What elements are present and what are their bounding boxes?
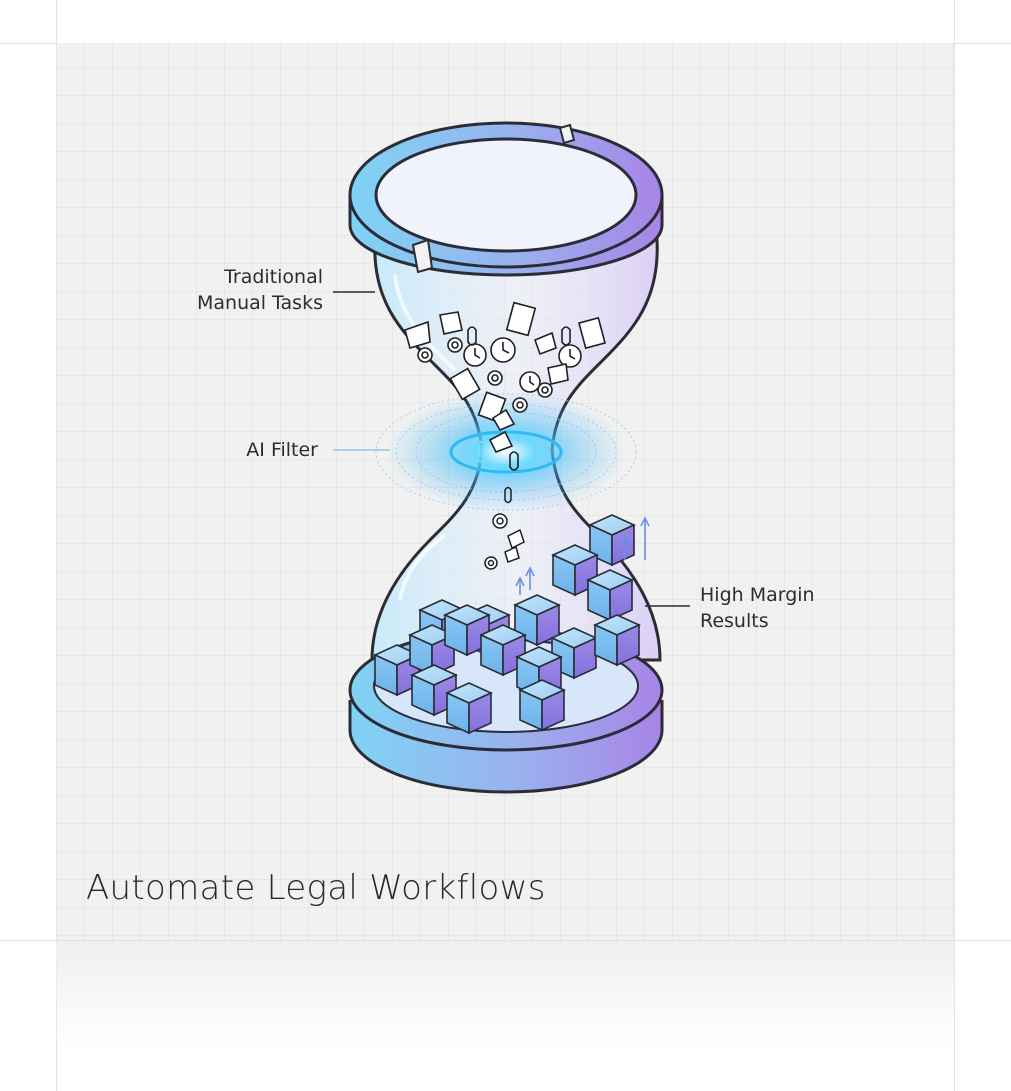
label-leader-lines xyxy=(333,291,690,607)
caption-title: Automate Legal Workflows xyxy=(86,868,546,908)
label-manual-tasks: Traditional Manual Tasks xyxy=(178,264,323,316)
label-ai-filter: AI Filter xyxy=(246,439,318,461)
card-shadow xyxy=(56,941,954,1051)
frame-line-bottom xyxy=(0,940,1011,941)
hourglass-top-ring xyxy=(348,121,664,277)
ai-filter-glow xyxy=(375,392,637,512)
result-cubes xyxy=(373,514,641,735)
frame-line-right xyxy=(954,0,955,1091)
label-results: High Margin Results xyxy=(700,582,815,634)
manual-task-icons xyxy=(404,301,607,471)
filtered-items xyxy=(484,486,525,570)
label-results-line2: Results xyxy=(700,610,769,632)
label-results-line1: High Margin xyxy=(700,584,815,606)
growth-arrows xyxy=(515,516,650,595)
label-manual-tasks-line1: Traditional xyxy=(224,266,323,288)
label-manual-tasks-line2: Manual Tasks xyxy=(197,292,323,314)
